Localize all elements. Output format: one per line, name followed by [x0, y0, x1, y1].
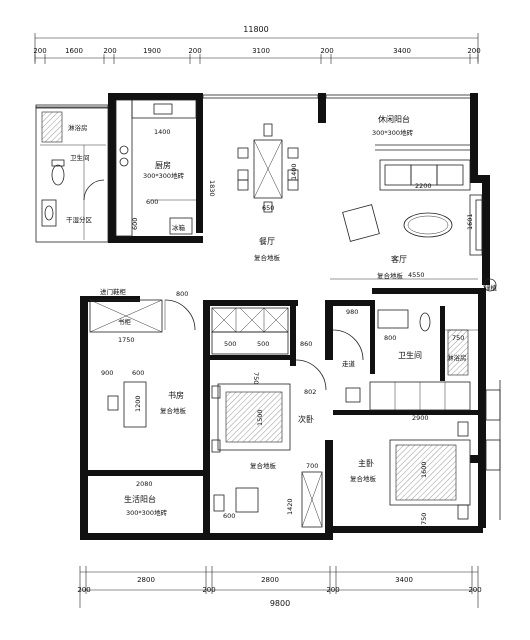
m-dim-980: 980 [346, 308, 358, 316]
second-bedroom: 500 500 860 750 1500 802 次卧 复合地板 700 600… [211, 307, 327, 528]
dim-top-seg-2: 200 [103, 47, 116, 55]
dim-bottom-total: 9800 [270, 599, 290, 608]
study-area: 进门鞋柜 800 书柜 1750 900 600 1200 书房 复合地板 20… [89, 287, 196, 517]
w-dim-860: 860 [300, 340, 312, 348]
room-living-floor: 复合地板 [377, 271, 404, 280]
d-dim-1400: 1400 [290, 163, 298, 180]
s-dim-1200: 1200 [134, 395, 142, 412]
w-dim-600: 600 [223, 512, 235, 520]
k-dim-600a: 600 [146, 198, 158, 206]
s-dim-2080: 2080 [136, 480, 153, 488]
left-bathroom: 淋浴房 卫生间 干湿分区 [40, 111, 106, 240]
d-dim-650: 650 [262, 204, 274, 212]
room-fridge: 冰箱 [172, 223, 186, 232]
room-bath-shower: 淋浴房 [68, 123, 88, 132]
dim-top-seg-3: 1900 [143, 47, 161, 55]
dim-top-seg-8: 200 [467, 47, 480, 55]
master-suite: 980 800 750 卫生间 淋浴房 走道 2900 1600 主卧 复合地板… [332, 308, 501, 525]
dim-top-seg-6: 200 [320, 47, 333, 55]
b-dim-1601: 1601 [466, 213, 474, 230]
room-study: 书房 [168, 390, 184, 400]
dim-top-seg-1: 1600 [65, 47, 83, 55]
dim-top-seg-7: 3400 [393, 47, 411, 55]
e-dim-800: 800 [176, 290, 188, 298]
room-bookshelf: 书柜 [118, 317, 132, 326]
w-dim-1500: 1500 [256, 409, 264, 426]
living-area: 休闲阳台 300*300地砖 2200 1601 客厅 复合地板 4550 绿植 [330, 114, 498, 292]
room-leisure-balcony: 休闲阳台 [378, 114, 410, 124]
bottom-dimension-line: 200 2800 200 2800 200 3400 200 9800 [77, 566, 482, 608]
room-life-balcony-tile: 300*300地砖 [126, 508, 168, 517]
kitchen: 1400 厨房 300*300地砖 1830 600 600 冰箱 [115, 99, 216, 237]
room-balcony-tile: 300*300地砖 [372, 128, 414, 137]
room-master-shower: 淋浴房 [447, 353, 467, 362]
room-master-bed: 主卧 [358, 458, 374, 468]
k-dim-1830: 1830 [208, 180, 216, 197]
room-study-floor: 复合地板 [160, 406, 187, 415]
dim-top-total: 11800 [243, 25, 268, 34]
walls [35, 93, 490, 540]
dim-top-seg-4: 200 [188, 47, 201, 55]
room-kitchen-tile: 300*300地砖 [143, 171, 185, 180]
m-dim-750: 750 [452, 334, 464, 342]
room-plant: 绿植 [484, 283, 498, 292]
room-second-bed: 次卧 [298, 414, 314, 424]
w-dim-750: 750 [252, 372, 260, 384]
dim-bottom-seg-6: 200 [468, 586, 481, 594]
room-dry-wet: 干湿分区 [66, 215, 93, 224]
room-life-balcony: 生活阳台 [124, 494, 156, 504]
room-master-toilet: 卫生间 [398, 350, 422, 360]
m-dim-1600: 1600 [420, 461, 428, 478]
dim-top-seg-0: 200 [33, 47, 46, 55]
top-dimension-line: 11800 200 1600 200 1900 200 3100 200 340… [33, 25, 481, 64]
w-dim-700: 700 [306, 462, 318, 470]
dining-area: 1400 650 餐厅 复合地板 [237, 123, 299, 262]
dim-bottom-seg-1: 2800 [137, 576, 155, 584]
room-dining: 餐厅 [259, 237, 275, 246]
w-dim-500b: 500 [257, 340, 269, 348]
w-dim-802: 802 [304, 388, 316, 396]
dim-bottom-seg-4: 200 [326, 586, 339, 594]
m-dim-800: 800 [384, 334, 396, 342]
room-entry-cabinet: 进门鞋柜 [100, 287, 127, 296]
room-master-floor: 复合地板 [350, 474, 377, 483]
room-second-floor: 复合地板 [250, 461, 277, 470]
dim-bottom-seg-2: 200 [202, 586, 215, 594]
m-dim-750b: 750 [420, 513, 428, 525]
k-dim-600b: 600 [131, 218, 139, 230]
w-dim-1420: 1420 [286, 498, 294, 515]
w-dim-500a: 500 [224, 340, 236, 348]
dim-bottom-seg-3: 2800 [261, 576, 279, 584]
dim-top-seg-5: 3100 [252, 47, 270, 55]
k-dim-1400: 1400 [154, 128, 171, 136]
dim-bottom-seg-5: 3400 [395, 576, 413, 584]
e-dim-1750: 1750 [118, 336, 135, 344]
b-dim-2200: 2200 [415, 182, 432, 190]
room-dining-floor: 复合地板 [254, 253, 281, 262]
s-dim-600: 600 [132, 369, 144, 377]
l-dim-4550: 4550 [408, 271, 425, 279]
room-living: 客厅 [391, 254, 407, 264]
m-dim-2900: 2900 [412, 414, 429, 422]
room-toilet: 卫生间 [70, 153, 90, 162]
dim-bottom-seg-0: 200 [77, 586, 90, 594]
s-dim-900: 900 [101, 369, 113, 377]
room-corridor: 走道 [342, 359, 356, 368]
room-kitchen: 厨房 [155, 160, 171, 170]
